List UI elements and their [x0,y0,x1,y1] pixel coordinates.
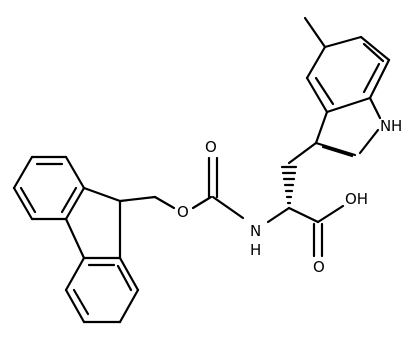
fmoc-linker [118,195,213,210]
fluorene-ring-system [12,155,140,324]
alpha-carbon-bonds [266,204,345,258]
ester-oxygen-label: O [177,203,189,221]
acid-hydroxyl-label: OH [345,190,368,208]
indole-hydrogen-label: H [391,117,402,135]
indole-nitrogen-label: N [380,117,391,135]
acid-oxygen-label: O [313,258,325,276]
side-chain [287,141,318,165]
indole-ring-system [303,16,391,158]
amide-nitrogen-label: N [250,222,261,240]
carbamate-group [207,156,245,220]
amide-hydrogen-label: H [250,241,261,259]
carbonyl-oxygen-label: O [205,138,217,156]
stereo-hashed-wedge [280,165,298,205]
